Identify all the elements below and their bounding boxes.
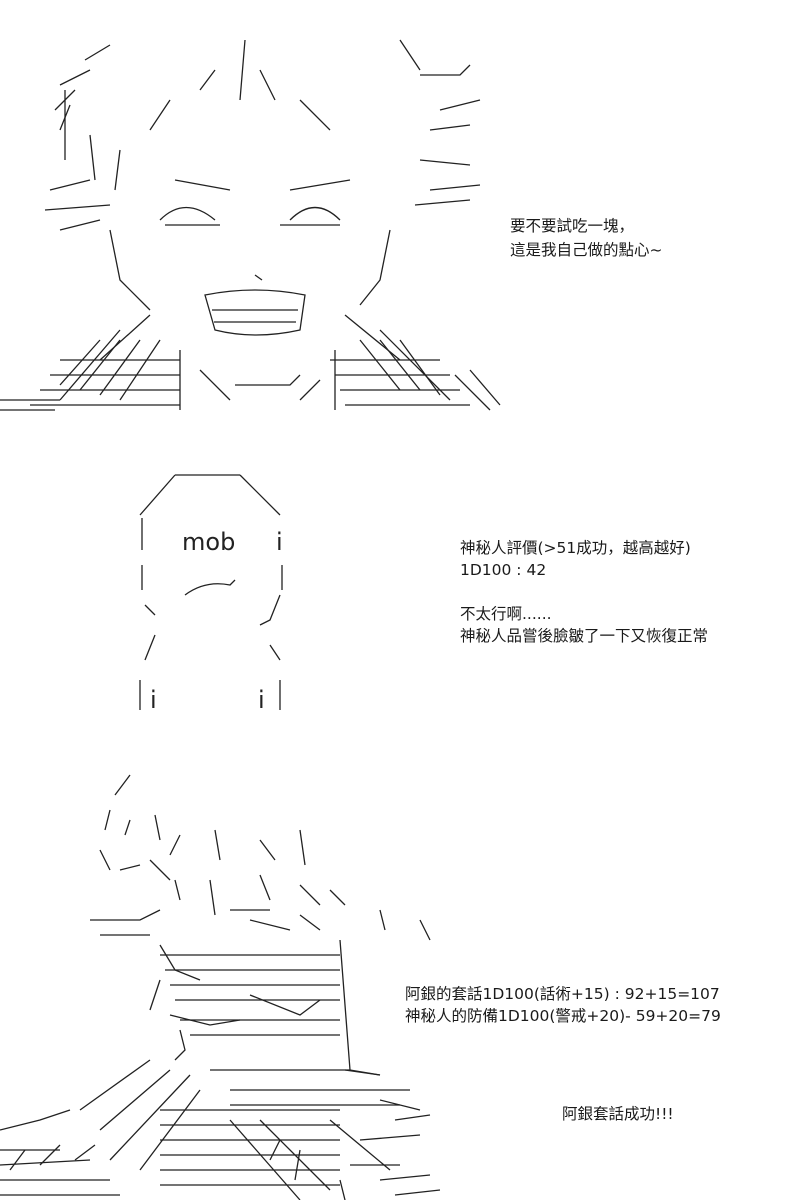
panel-mob-tasting: mob i i i 神秘人評價(>51成功，越高越好) 1D100 : 42 不… <box>0 450 800 730</box>
mob-label: mob <box>182 528 235 556</box>
gintoki-smiling-ascii-art <box>0 39 501 411</box>
panel-gintoki-persuade: 阿銀的套話1D100(話術+15) : 92+15=107 神秘人的防備1D10… <box>0 740 800 1200</box>
dialog-line-2: 這是我自己做的點心~ <box>510 241 663 259</box>
evaluation-rule: 神秘人評價(>51成功，越高越好) <box>460 539 691 557</box>
mob-character-figure: mob i i i <box>139 474 283 714</box>
persuade-result: 阿銀套話成功!!! <box>562 1105 674 1123</box>
panel-gintoki-offer: 要不要試吃一塊， 這是我自己做的點心~ <box>0 0 800 430</box>
mob-mark-left: i <box>150 686 157 714</box>
gintoki-side-ascii-art <box>0 774 441 1200</box>
defense-roll: 神秘人的防備1D100(警戒+20)- 59+20=79 <box>405 1007 721 1025</box>
mob-mark-right: i <box>258 686 265 714</box>
roll-comment: 不太行啊...... <box>460 605 552 623</box>
mob-mark-top: i <box>276 528 283 556</box>
persuade-roll: 阿銀的套話1D100(話術+15) : 92+15=107 <box>405 985 720 1003</box>
dialog-line-1: 要不要試吃一塊， <box>510 217 635 235</box>
mob-reaction: 神秘人品嘗後臉皺了一下又恢復正常 <box>460 627 709 645</box>
dice-roll-result: 1D100 : 42 <box>460 561 547 579</box>
